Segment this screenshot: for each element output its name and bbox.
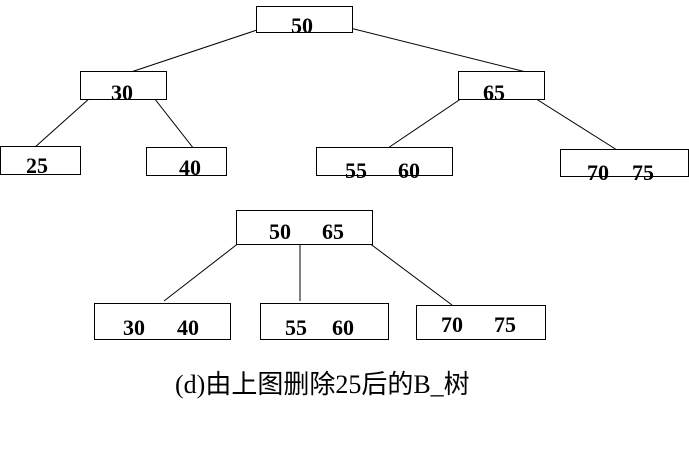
key: 50 bbox=[269, 219, 291, 244]
node-65: 65 bbox=[458, 71, 545, 104]
node-root-50-65: 50 65 bbox=[236, 210, 373, 245]
key: 70 bbox=[587, 160, 609, 185]
node-40: 40 bbox=[146, 147, 227, 180]
node-55-60: 55 60 bbox=[316, 147, 453, 182]
key: 60 bbox=[398, 158, 420, 183]
key: 30 bbox=[123, 315, 145, 340]
node-70-75: 70 75 bbox=[560, 149, 689, 184]
key: 40 bbox=[179, 155, 201, 180]
node-55-60-after: 55 60 bbox=[260, 303, 389, 340]
node-30: 30 bbox=[80, 71, 167, 104]
key: 70 bbox=[441, 312, 463, 337]
key: 50 bbox=[291, 13, 313, 38]
diagram-caption: (d)由上图删除25后的B_树 bbox=[175, 370, 470, 399]
key: 30 bbox=[111, 80, 133, 105]
key: 65 bbox=[322, 219, 344, 244]
node-70-75-after: 70 75 bbox=[416, 305, 546, 340]
edge-root-to-30 bbox=[127, 23, 276, 74]
key: 55 bbox=[345, 158, 367, 183]
key: 65 bbox=[483, 80, 505, 105]
key: 25 bbox=[26, 153, 48, 178]
key: 55 bbox=[285, 315, 307, 340]
key: 60 bbox=[332, 315, 354, 340]
key: 75 bbox=[494, 312, 516, 337]
key: 75 bbox=[632, 160, 654, 185]
key: 40 bbox=[177, 315, 199, 340]
node-root-50: 50 bbox=[256, 6, 353, 37]
node-30-40: 30 40 bbox=[94, 303, 231, 340]
node-25: 25 bbox=[0, 146, 81, 178]
edge-root-to-65 bbox=[329, 22, 531, 74]
edge-65-to-70-75 bbox=[521, 89, 618, 151]
